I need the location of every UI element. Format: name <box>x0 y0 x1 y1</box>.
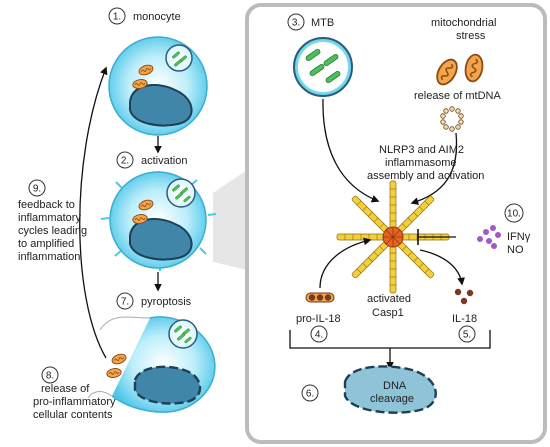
arrow-pro-il18-to-inflammasome <box>319 237 372 289</box>
activation-label: activation <box>141 155 187 167</box>
svg-text:8.: 8. <box>46 371 54 382</box>
step-4-badge: 4. <box>310 325 328 343</box>
stress-label-line2: stress <box>456 30 486 42</box>
mtdna-release-label: release of mtDNA <box>414 90 501 102</box>
pro-il18-label: pro-IL-18 <box>296 313 341 325</box>
inflammasome-icon <box>336 180 450 294</box>
svg-text:1.: 1. <box>113 12 121 23</box>
monocyte-label: monocyte <box>133 11 181 23</box>
svg-text:3.: 3. <box>292 18 300 29</box>
feedback-label-line5: inflammation <box>18 251 80 263</box>
activated-cell <box>100 171 217 271</box>
mtb-bacteria-icon <box>293 37 353 97</box>
step-3-badge: 3. <box>287 13 305 31</box>
casp1-label-line1: activated <box>367 293 411 305</box>
stress-label-line1: mitochondrial <box>431 17 496 29</box>
arrow-8-to-9 <box>79 66 108 359</box>
feedback-label-line3: cycles leading <box>18 225 87 237</box>
step-8-badge: 8. <box>41 366 59 384</box>
step-10-badge: 10. <box>504 203 524 223</box>
svg-text:2.: 2. <box>121 156 129 167</box>
arrow-mtb-to-inflammasome <box>322 98 380 203</box>
svg-text:5.: 5. <box>463 330 471 341</box>
svg-text:9.: 9. <box>33 184 41 195</box>
pyroptosis-label: pyroptosis <box>141 296 192 308</box>
feedback-label-line4: to amplified <box>18 238 74 250</box>
no-label: NO <box>507 244 524 256</box>
monocyte-cell <box>108 36 208 136</box>
arrow-inflammasome-to-il18 <box>419 249 465 286</box>
step-2-badge: 2. <box>116 151 134 169</box>
ifn-label: IFNγ <box>507 231 531 243</box>
inflammasome-label-line2: inflammasome <box>385 157 457 169</box>
il18-icon <box>454 288 474 305</box>
mtb-label: MTB <box>311 17 334 29</box>
cleaved-nucleus-icon <box>343 365 437 414</box>
feedback-label-line2: inflammatory <box>18 212 81 224</box>
pro-il18-icon <box>305 292 335 303</box>
ifn-no-molecules-icon <box>477 225 501 249</box>
step-7-badge: 7. <box>116 292 134 310</box>
step-9-badge: 9. <box>28 179 46 197</box>
panel-connector <box>213 170 247 270</box>
inflammasome-label-line3: assembly and activation <box>367 170 484 182</box>
release-label-line3: cellular contents <box>33 409 113 421</box>
svg-text:4.: 4. <box>315 330 323 341</box>
inflammasome-label-line1: NLRP3 and AIM2 <box>379 144 464 156</box>
svg-text:10.: 10. <box>507 209 521 220</box>
dna-cleavage-line2: cleavage <box>370 393 414 405</box>
il18-label: IL-18 <box>452 313 477 325</box>
svg-text:7.: 7. <box>121 297 129 308</box>
step-1-badge: 1. <box>108 7 126 25</box>
svg-text:6.: 6. <box>306 389 314 400</box>
casp1-label-line2: Casp1 <box>372 307 404 319</box>
feedback-label-line1: feedback to <box>18 199 75 211</box>
step-5-badge: 5. <box>458 325 476 343</box>
step-6-badge: 6. <box>301 384 319 402</box>
release-label-line2: pro-inflammatory <box>33 396 116 408</box>
release-label-line1: release of <box>41 383 90 395</box>
pyroptotic-cell <box>87 316 216 413</box>
dna-cleavage-line1: DNA <box>383 380 407 392</box>
arrow-mtdna-to-inflammasome <box>410 132 458 205</box>
